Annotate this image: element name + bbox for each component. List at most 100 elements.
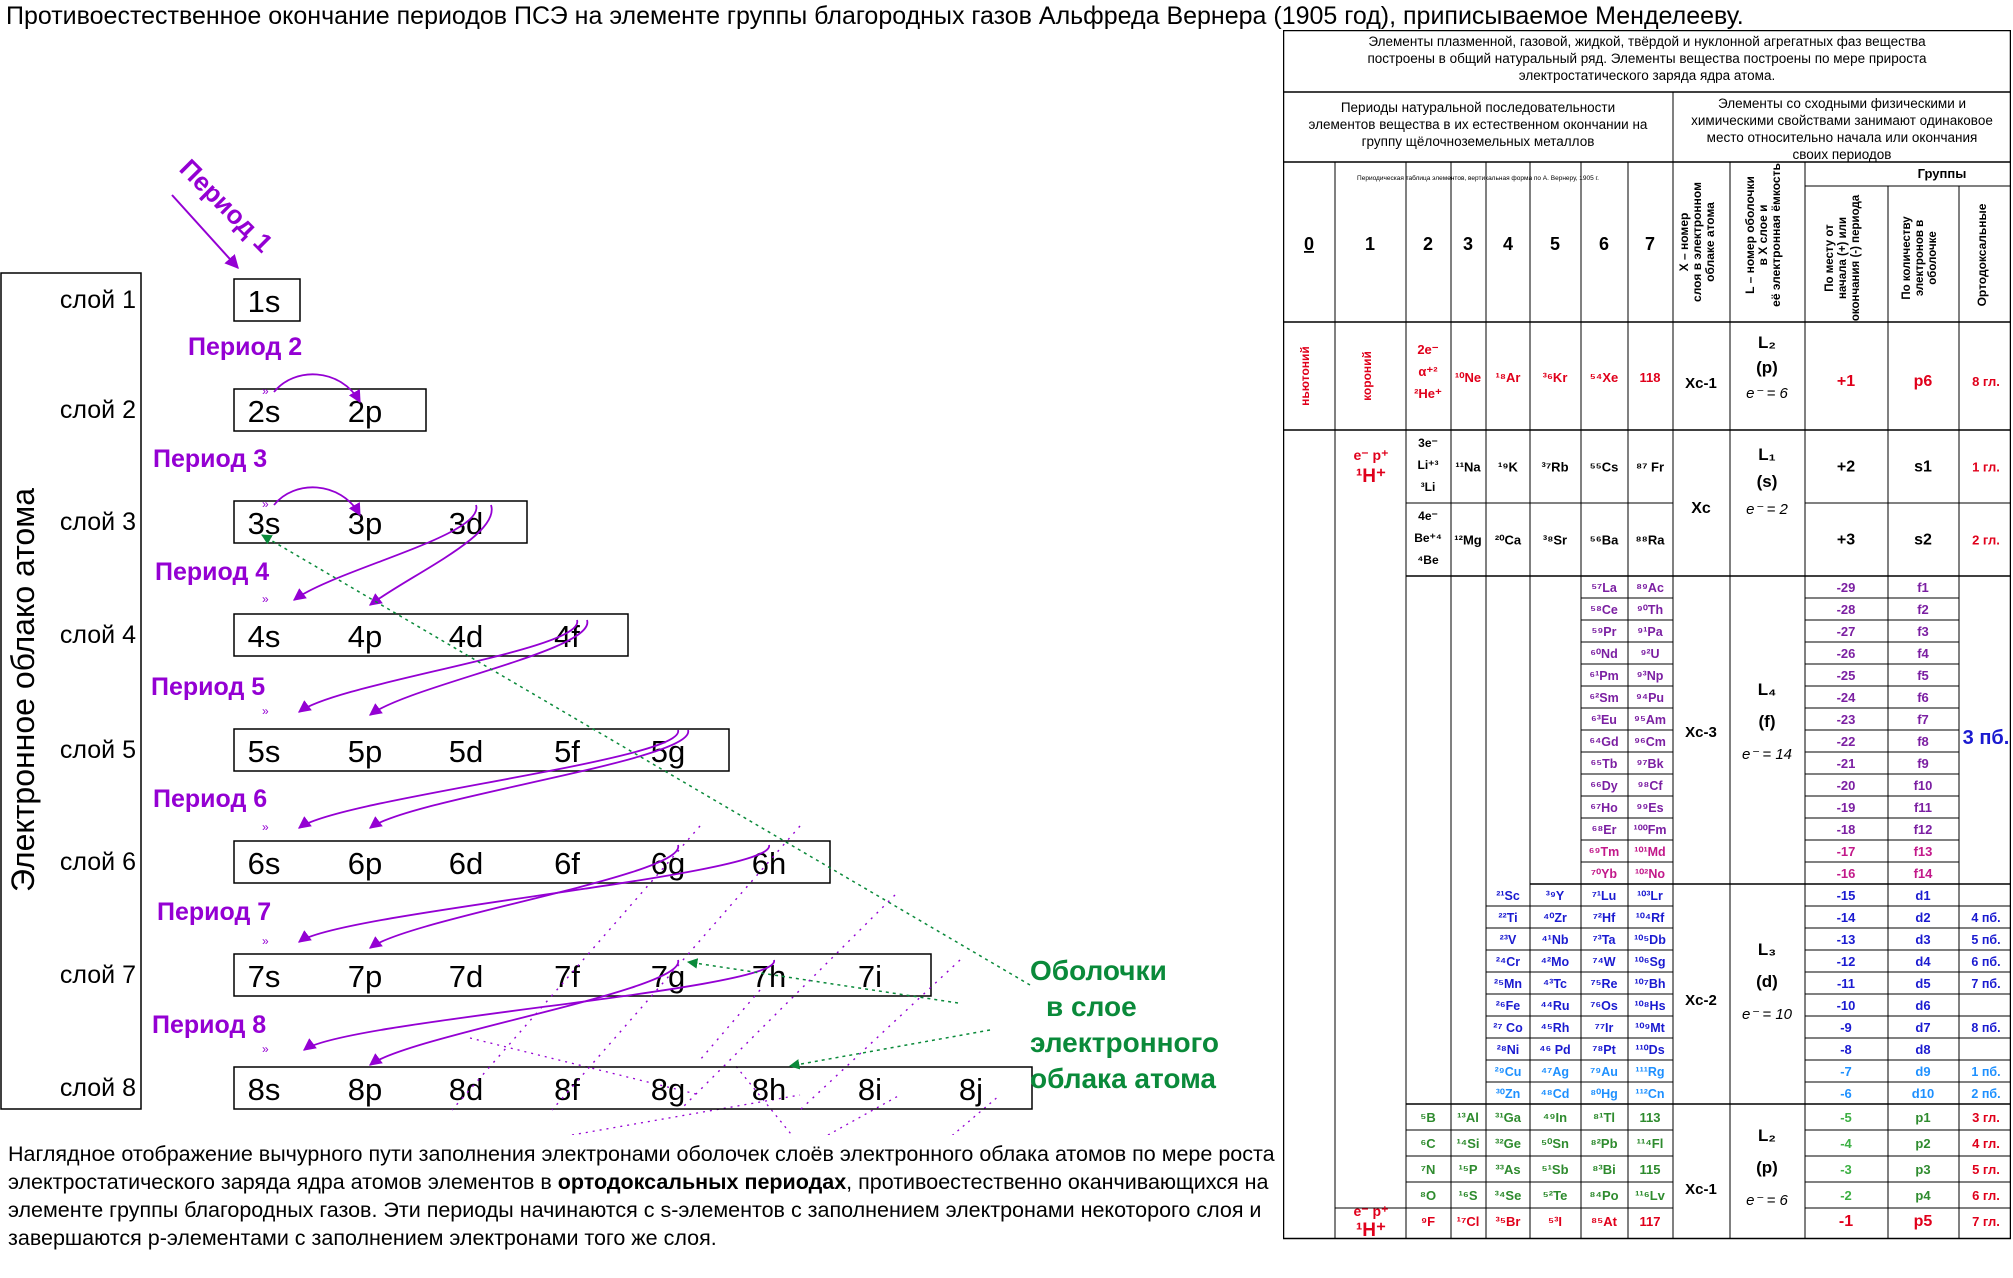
p-c2-1: ⁶C — [1420, 1136, 1436, 1151]
d-c6-6: ⁷⁷Ir — [1595, 1021, 1614, 1035]
f-c6-10: ⁶⁷Ho — [1590, 801, 1618, 815]
row1-c5: ³⁷Rb — [1541, 460, 1568, 475]
shell-8s: 8s — [248, 1072, 281, 1107]
d-c7-2: ¹⁰⁵Db — [1634, 933, 1666, 947]
d-c7-8: ¹¹¹Rg — [1635, 1065, 1664, 1079]
d-c7-1: ¹⁰⁴Rf — [1636, 911, 1665, 925]
p-c3-3: ¹⁶S — [1459, 1188, 1478, 1203]
f-c6-3: ⁶⁰Nd — [1590, 647, 1617, 661]
d-c6-4: ⁷⁵Re — [1590, 977, 1617, 991]
caption-bold: ортодоксальных периодах — [557, 1170, 847, 1194]
fill-arrow-1 — [273, 486, 361, 517]
f-c7-2: ⁹¹Pa — [1637, 625, 1663, 639]
row0-l-2: e⁻ = 6 — [1746, 385, 1788, 402]
f-l-1: (f) — [1759, 712, 1776, 731]
periods-title-line-0: Периоды натуральной последовательности — [1341, 100, 1615, 115]
col-number-4: 4 — [1503, 234, 1513, 254]
header-top-line-1: построены в общий натуральный ряд. Элеме… — [1367, 51, 1927, 66]
fill-arrow-6 — [297, 729, 679, 829]
f-count-7: f8 — [1917, 734, 1929, 749]
h-top-sym: e⁻ p⁺ — [1353, 447, 1388, 463]
f-count-11: f12 — [1914, 822, 1933, 837]
p-place-3: -2 — [1840, 1188, 1852, 1203]
d-c7-7: ¹¹⁰Ds — [1635, 1043, 1664, 1057]
col-number-6: 6 — [1599, 234, 1609, 254]
f-place-7: -22 — [1837, 734, 1856, 749]
col-number-1: 1 — [1365, 234, 1375, 254]
d-c5-9: ⁴⁸Cd — [1541, 1087, 1570, 1101]
shell-8h: 8h — [752, 1072, 786, 1107]
page-title: Противоестественное окончание периодов П… — [6, 2, 1744, 30]
p-c6-3: ⁸⁴Po — [1589, 1188, 1618, 1203]
p-count-1: p2 — [1915, 1136, 1930, 1151]
shell-8d: 8d — [449, 1072, 483, 1107]
d-count-6: d7 — [1915, 1020, 1930, 1035]
d-c5-1: ⁴⁰Zr — [1543, 911, 1567, 925]
d-count-3: d4 — [1915, 954, 1931, 969]
layer-box-2 — [233, 388, 427, 432]
s-marker-0: » — [262, 384, 269, 398]
caption-post: , противоестественно оканчивающихся на э… — [8, 1170, 1269, 1250]
row2-c3: ¹²Mg — [1454, 533, 1481, 548]
f-count-5: f6 — [1917, 690, 1929, 705]
f-c7-4: ⁹³Np — [1637, 669, 1664, 683]
similar-title-line-2: место относительно начала или окончания — [1707, 130, 1978, 145]
shell-6p: 6p — [348, 846, 382, 881]
p-c5-0: ⁴⁹In — [1543, 1110, 1567, 1125]
layer-label-1: слой 1 — [60, 286, 136, 314]
period-label-1: Период 1 — [174, 153, 279, 258]
f-count-6: f7 — [1917, 712, 1929, 727]
d-c5-0: ³⁹Y — [1546, 889, 1565, 903]
col-count-label-2: оболочке — [1927, 231, 1939, 285]
f-count-4: f5 — [1917, 668, 1929, 683]
f-c7-0: ⁸⁹Ac — [1636, 581, 1664, 595]
d-count-2: d3 — [1915, 932, 1930, 947]
p-ortho-0: 3 гл. — [1972, 1110, 2000, 1125]
cloud-frame — [0, 272, 142, 1110]
f-count-0: f1 — [1917, 580, 1929, 595]
row2-c6: ⁵⁶Ba — [1590, 533, 1619, 548]
diagonal-guide-4 — [734, 1064, 793, 1135]
d-count-0: d1 — [1915, 888, 1930, 903]
f-place-0: -29 — [1837, 580, 1856, 595]
d-c6-1: ⁷²Hf — [1593, 911, 1616, 925]
h-top-el: ¹H⁺ — [1356, 466, 1386, 487]
f-count-8: f9 — [1917, 756, 1929, 771]
period-label-8: Период 8 — [152, 1011, 266, 1039]
f-x: Xc-3 — [1685, 724, 1717, 741]
p-c5-3: ⁵²Te — [1543, 1188, 1568, 1203]
col-ortho-label: Ортодоксальные — [1975, 203, 1989, 306]
p-count-2: p3 — [1915, 1162, 1930, 1177]
p-place-4: -1 — [1839, 1213, 1853, 1230]
d-c5-3: ⁴²Mo — [1541, 955, 1570, 969]
row2-c2-0: 4e⁻ — [1418, 509, 1438, 523]
d-c6-7: ⁷⁸Pt — [1592, 1043, 1616, 1057]
h-bottom-el: ¹H⁺ — [1356, 1220, 1386, 1241]
s-marker-6: » — [262, 1042, 269, 1056]
d-c4-0: ²¹Sc — [1496, 889, 1520, 903]
row2-c4: ²⁰Ca — [1495, 533, 1522, 548]
coronium-cell: короний — [1360, 351, 1374, 401]
table-frame — [1283, 30, 2011, 1240]
d-l-2: e⁻ = 10 — [1742, 1006, 1793, 1023]
shell-8g: 8g — [651, 1072, 685, 1107]
d-place-0: -15 — [1837, 888, 1856, 903]
d-place-1: -14 — [1837, 910, 1857, 925]
col-x-label-2: облаке атома — [1703, 202, 1717, 282]
col-count-label-1: электронов в — [1914, 220, 1926, 296]
periods-title-line-1: элементов вещества в их естественном око… — [1309, 117, 1648, 132]
fill-arrow-11 — [368, 959, 679, 1066]
dotted-guide-4 — [699, 989, 761, 1061]
p-c4-2: ³³As — [1495, 1162, 1520, 1177]
f-place-11: -18 — [1837, 822, 1856, 837]
layer-label-2: слой 2 — [60, 396, 136, 424]
noble-c5: ³⁶Kr — [1543, 370, 1568, 385]
d-c5-5: ⁴⁴Ru — [1540, 999, 1569, 1013]
d-ortho-6: 8 пб. — [1971, 1021, 2000, 1035]
f-c7-5: ⁹⁴Pu — [1636, 691, 1664, 705]
shell-8f: 8f — [554, 1072, 580, 1107]
f-c7-8: ⁹⁷Bk — [1636, 757, 1663, 771]
d-c7-9: ¹¹²Cn — [1635, 1087, 1664, 1101]
f-count-12: f13 — [1914, 844, 1933, 859]
